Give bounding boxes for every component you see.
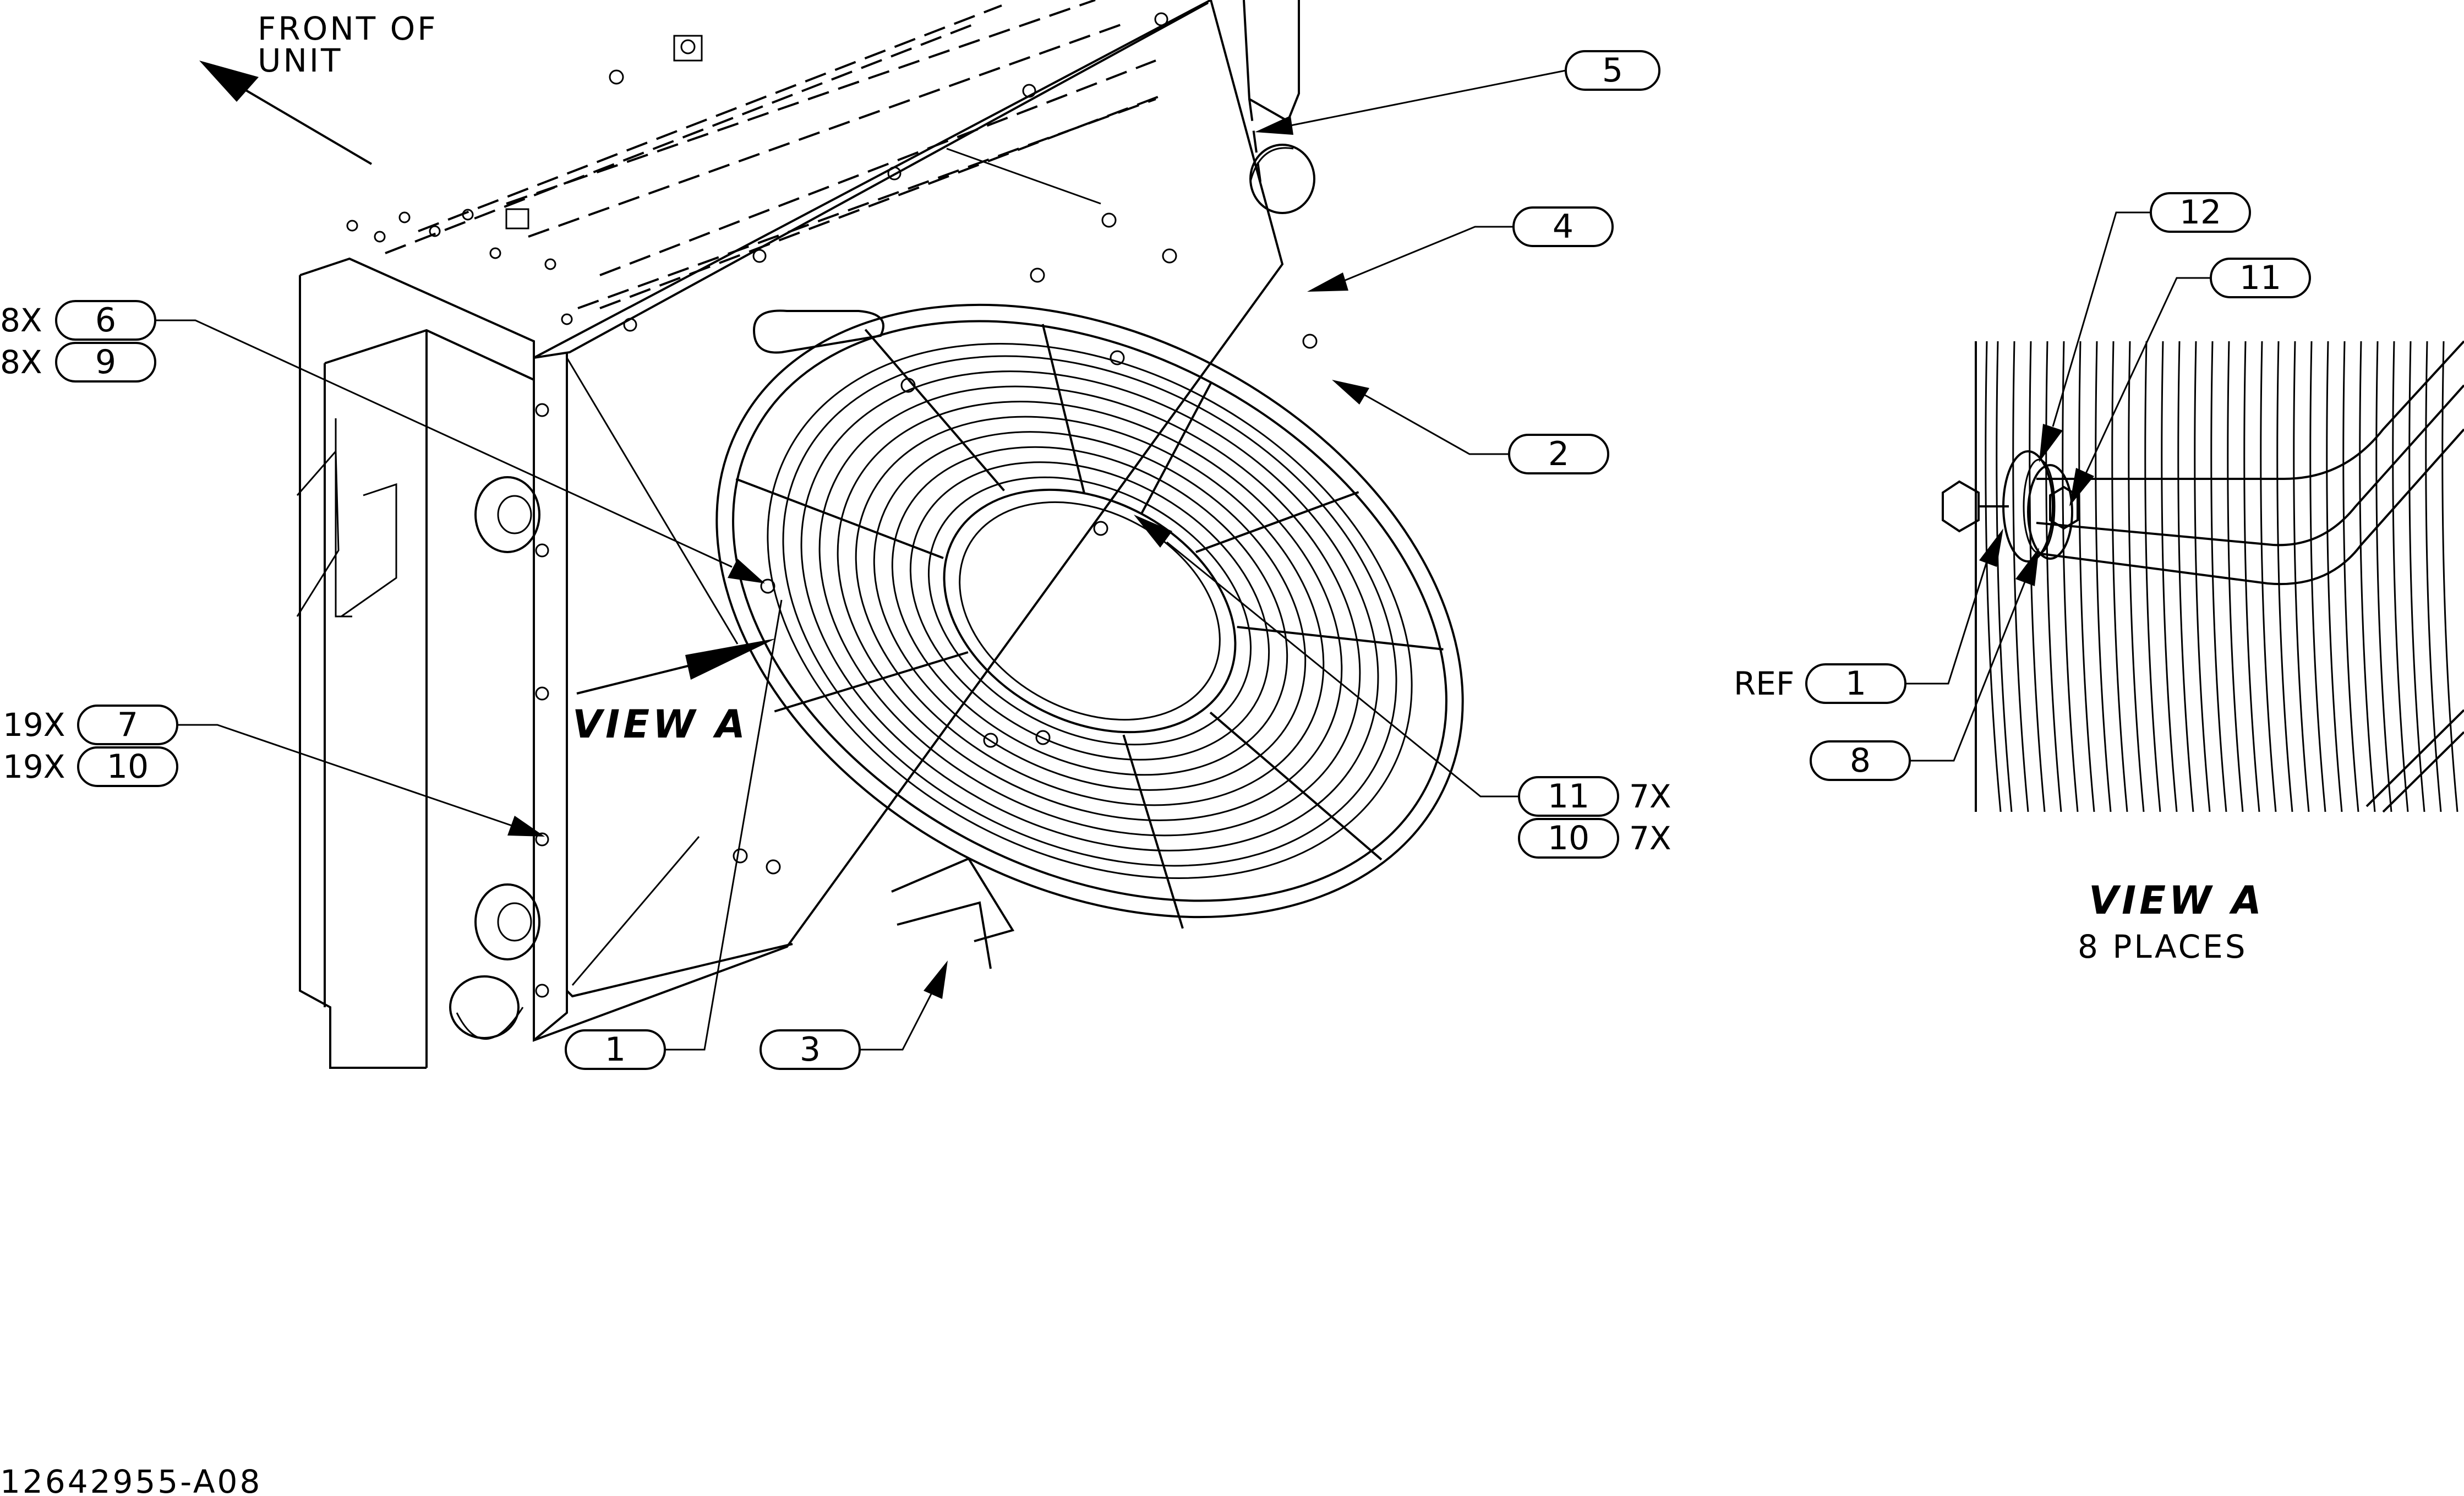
radiator-housing (296, 0, 1315, 1069)
drawing-number: 12642955-A08 (0, 1463, 262, 1496)
front-arrow-head (199, 61, 259, 102)
callout-10-qty: 19X (3, 748, 65, 785)
callout-3-number: 3 (800, 1030, 821, 1069)
top-frame-bolts (346, 35, 703, 325)
callout-2-pill (1508, 434, 1609, 474)
callout-9-pill (55, 342, 156, 383)
callout-4-pill (1512, 206, 1614, 247)
callout-8-number: 8 (1850, 741, 1871, 780)
callout-2-number: 2 (1548, 435, 1569, 473)
callout-1-number: 1 (605, 1030, 626, 1069)
view-a-detail-label: VIEW A (2089, 878, 2265, 923)
callout-9-number: 9 (95, 343, 116, 381)
callout-4-number: 4 (1553, 208, 1574, 246)
front-of-unit-line1: FRONT OF (258, 10, 438, 47)
callout-9-qty: 8X (0, 343, 42, 381)
callout-7-qty: 19X (3, 706, 65, 744)
view-a-main-label: VIEW A (572, 702, 749, 747)
callout-10b-number: 10 (1548, 819, 1589, 858)
callout-6-qty: 8X (0, 302, 42, 339)
fan-guard-assembly (715, 212, 1464, 969)
shroud-edge-bolts (535, 12, 1168, 998)
callout-11-detail-number: 11 (2239, 259, 2281, 297)
callout-10-number: 10 (107, 747, 149, 786)
callout-11-number: 11 (1548, 777, 1589, 816)
callouts-main: 5 4 2 8X 6 8X 9 19X 7 19X 10 1 (0, 50, 1671, 1070)
places-count-label: 8 PLACES (2078, 928, 2248, 965)
callout-5-number: 5 (1602, 51, 1623, 90)
callout-ref1-number: 1 (1845, 664, 1866, 703)
front-of-unit-line2: UNIT (258, 42, 342, 79)
fan-ring-bolts (733, 212, 1318, 875)
callout-11-qty: 7X (1629, 778, 1671, 815)
callout-5-pill (1565, 50, 1660, 91)
callout-10-pill (77, 746, 178, 787)
front-arrow-shaft (241, 87, 373, 165)
callout-10b-qty: 7X (1629, 820, 1671, 857)
callout-ref-qty: REF (1734, 665, 1794, 702)
callout-7-number: 7 (117, 706, 138, 744)
fan-shroud-panel (533, 0, 1284, 1042)
detail-radiator-fins (1975, 341, 2458, 812)
front-of-unit-indicator: FRONT OF UNIT (199, 10, 438, 165)
callout-12-number: 12 (2179, 193, 2221, 232)
view-a-detail: 12 11 REF 1 8 VIEW A 8 PLACES (1734, 192, 2464, 965)
callout-10b-pill (1518, 818, 1619, 859)
view-a-main: VIEW A (572, 638, 776, 747)
callout-6-number: 6 (95, 301, 116, 340)
